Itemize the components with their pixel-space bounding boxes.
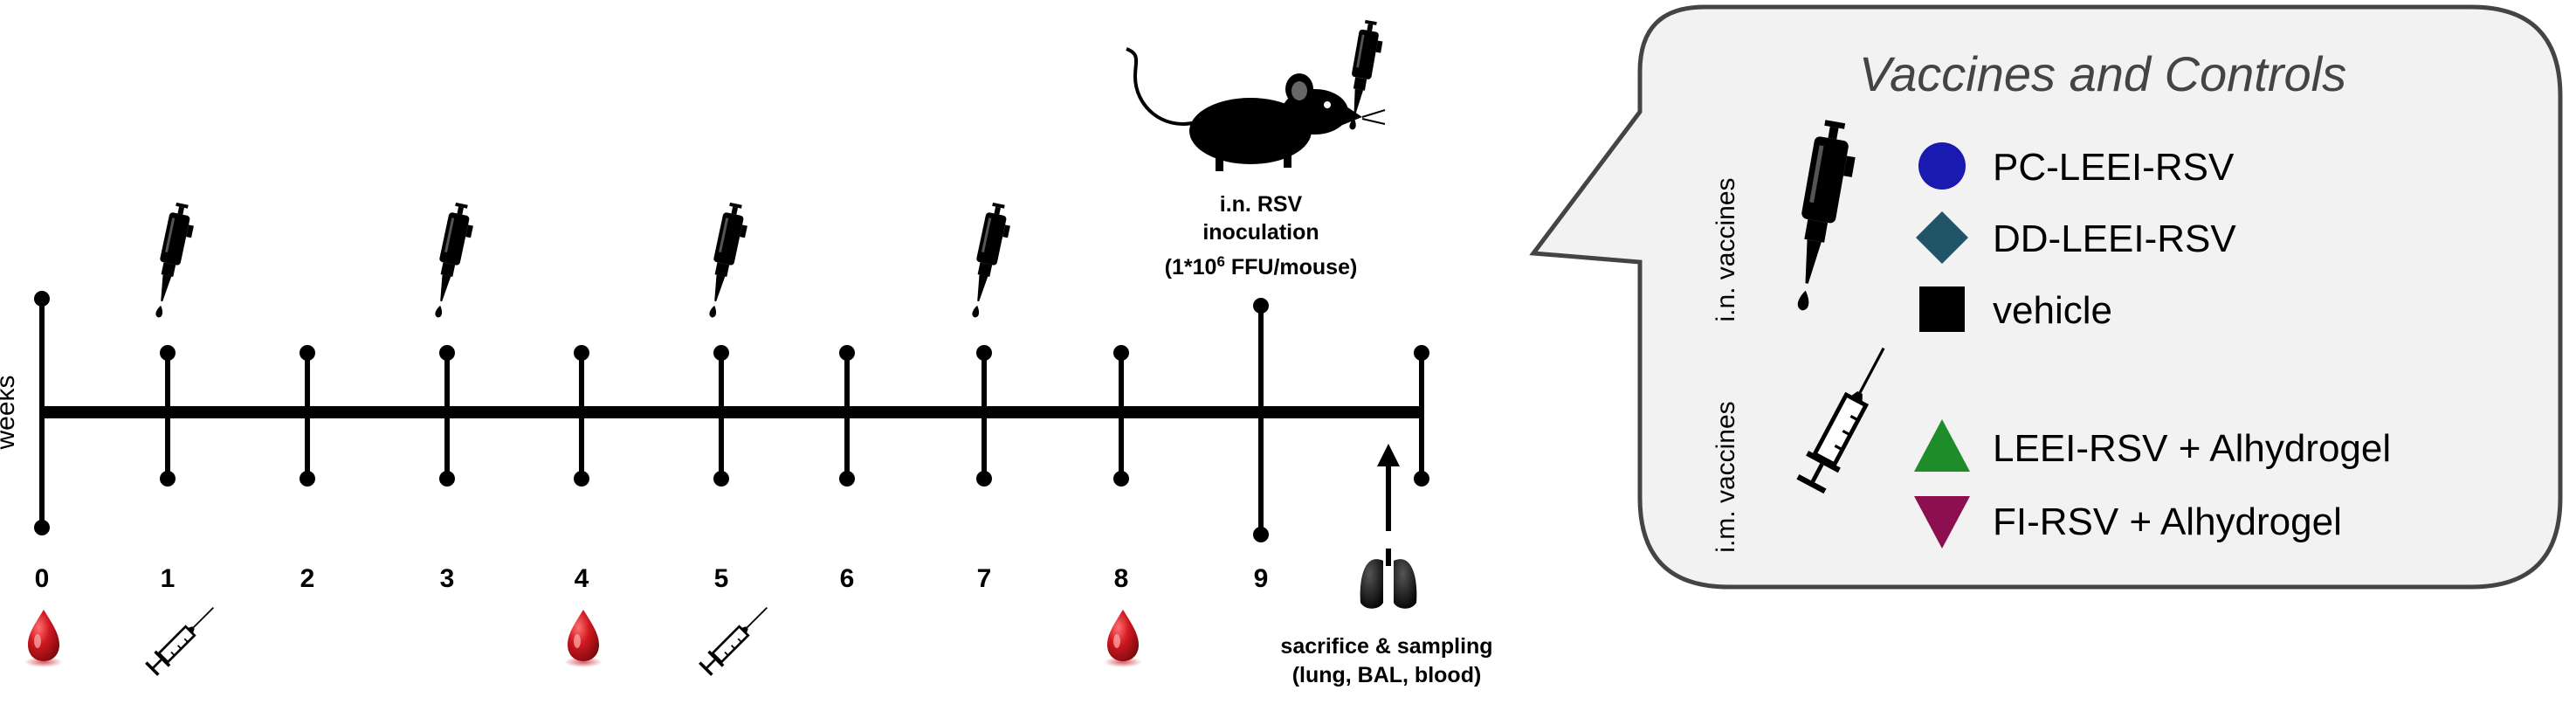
tick-end-dot [1113, 471, 1129, 487]
week-label: 0 [35, 564, 50, 593]
dose-prefix: (1*10 [1165, 255, 1217, 280]
challenge-annotation: i.n. RSV inoculation (1*106 FFU/mouse) [1126, 19, 1387, 280]
challenge-label: i.n. RSV [1220, 192, 1303, 217]
blood-drop-icon [564, 610, 603, 667]
tick-end-dot [300, 471, 315, 487]
week-tick [1113, 345, 1129, 487]
pipette-icon [701, 201, 752, 321]
legend-item-label: PC-LEEI-RSV [1993, 146, 2235, 189]
tick-end-dot [839, 345, 855, 361]
week-tick [300, 345, 315, 487]
week-tick [439, 345, 455, 487]
week-label: 6 [840, 564, 855, 593]
pipette-icon [148, 201, 198, 321]
legend-marker-diamond [1916, 211, 1968, 264]
pipette-icon [964, 201, 1015, 321]
week-tick [160, 345, 176, 487]
legend-group: i.n. vaccines PC-LEEI-RSV DD-LEEI-RSV vehic… [1712, 118, 2236, 332]
week-label: 2 [300, 564, 315, 593]
blood-drop-icon [24, 610, 63, 667]
week-tick [574, 345, 589, 487]
tick-end-dot [1113, 345, 1129, 361]
sacrifice-annotation: sacrifice & sampling (lung, BAL, blood) [1280, 444, 1493, 687]
legend-item-label: DD-LEEI-RSV [1993, 217, 2236, 260]
dose-exponent: 6 [1216, 253, 1224, 270]
pipette-icon [427, 201, 478, 321]
challenge-dose: (1*106 FFU/mouse) [1165, 253, 1358, 280]
tick-end-dot [34, 291, 50, 307]
week-label: 4 [575, 564, 589, 593]
legend-group: i.m. vaccines LEEI-RSV + AlhydrogelFI-RSV… [1712, 340, 2391, 553]
tick-end-dot [976, 345, 992, 361]
week-label: 3 [440, 564, 455, 593]
week-tick [839, 345, 855, 487]
tick-end-dot [1253, 298, 1269, 314]
dose-suffix: FFU/mouse) [1225, 255, 1357, 280]
legend-marker-circle [1918, 142, 1966, 190]
sacrifice-arrowhead [1377, 444, 1400, 466]
legend-group-label: i.m. vaccines [1712, 401, 1740, 552]
tick-end-dot [1253, 527, 1269, 542]
tick-end-dot [34, 520, 50, 535]
syringe-icon [142, 599, 222, 679]
legend-panel: Vaccines and Controls i.n. vaccines PC-LEE… [1529, 4, 2563, 590]
sacrifice-label: (lung, BAL, blood) [1292, 663, 1482, 687]
tick-end-dot [160, 345, 176, 361]
legend-marker-square [1919, 286, 1965, 332]
tick-end-dot [574, 345, 589, 361]
week-label: 7 [977, 564, 992, 593]
tick-end-dot [439, 471, 455, 487]
week-label: 9 [1254, 564, 1269, 593]
tick-end-dot [976, 471, 992, 487]
mouse-icon [1126, 47, 1386, 171]
week-tick [1414, 345, 1429, 487]
tick-end-dot [713, 345, 729, 361]
tick-end-dot [300, 345, 315, 361]
week-label: 5 [714, 564, 729, 593]
legend-item-label: LEEI-RSV + Alhydrogel [1993, 427, 2391, 470]
tick-end-dot [839, 471, 855, 487]
lungs-icon [1360, 549, 1417, 609]
tick-end-dot [713, 471, 729, 487]
tick-end-dot [160, 471, 176, 487]
tick-end-dot [574, 471, 589, 487]
legend-title: Vaccines and Controls [1859, 46, 2346, 101]
week-tick [976, 345, 992, 487]
challenge-label: inoculation [1202, 220, 1319, 245]
syringe-icon [696, 599, 775, 679]
blood-drop-icon [1104, 610, 1142, 667]
week-tick [713, 345, 729, 487]
tick-end-dot [1414, 471, 1429, 487]
week-tick [34, 291, 50, 535]
axis-label: weeks [0, 375, 20, 450]
tick-end-dot [1414, 345, 1429, 361]
week-label: 1 [161, 564, 176, 593]
legend-marker-triangle-up [1914, 419, 1970, 472]
legend-callout-bubble [1529, 4, 2563, 590]
week-label: 8 [1114, 564, 1129, 593]
legend-marker-triangle-down [1914, 496, 1970, 549]
tick-end-dot [439, 345, 455, 361]
legend-item-label: vehicle [1993, 289, 2112, 332]
legend-item-label: FI-RSV + Alhydrogel [1993, 500, 2342, 543]
week-tick [1253, 298, 1269, 542]
legend-group-label: i.n. vaccines [1712, 177, 1740, 321]
sacrifice-label: sacrifice & sampling [1280, 634, 1492, 659]
